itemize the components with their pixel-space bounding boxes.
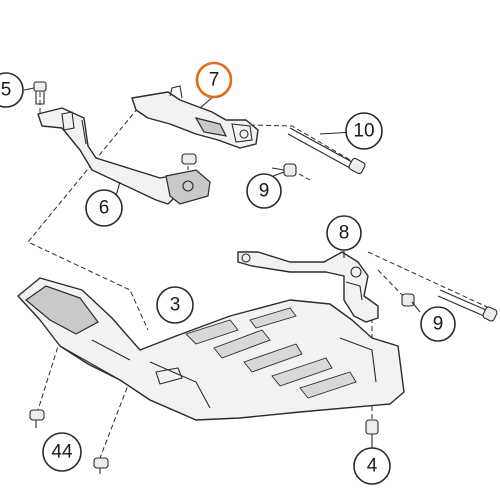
callout-label: 8	[339, 223, 350, 244]
part-6-bracket	[37, 107, 211, 205]
callout-10: 10	[345, 112, 383, 150]
callout-9-upper: 9	[246, 173, 282, 209]
callout-8: 8	[326, 215, 362, 251]
part-44-bolts	[29, 409, 109, 474]
callout-label: 5	[1, 80, 12, 101]
callout-label: 9	[259, 181, 270, 202]
part-7-bracket	[131, 85, 259, 149]
part-3-skid-plate	[17, 277, 405, 421]
callout-label: 4	[367, 456, 378, 477]
callout-label: 7	[209, 70, 220, 91]
part-10-bolt	[287, 127, 366, 175]
callout-label: 10	[353, 121, 374, 142]
callout-7: 7	[195, 61, 233, 99]
callout-3: 3	[156, 286, 194, 324]
callout-44: 44	[42, 432, 82, 472]
callout-9-lower: 9	[420, 306, 456, 342]
part-4-bolt	[365, 419, 379, 435]
callout-label: 6	[99, 198, 110, 219]
callout-label: 9	[433, 314, 444, 335]
callout-4: 4	[353, 447, 391, 485]
callout-6: 6	[85, 189, 123, 227]
part-5-bolt	[33, 81, 47, 105]
callout-highlight-ring	[195, 61, 233, 99]
part-9-bolt-upper	[271, 163, 297, 177]
callout-label: 44	[51, 442, 73, 463]
part-8-bracket	[237, 251, 379, 323]
callout-5: 5	[0, 72, 24, 108]
callout-label: 3	[170, 295, 181, 316]
part-9-bolt-lower	[401, 289, 498, 322]
